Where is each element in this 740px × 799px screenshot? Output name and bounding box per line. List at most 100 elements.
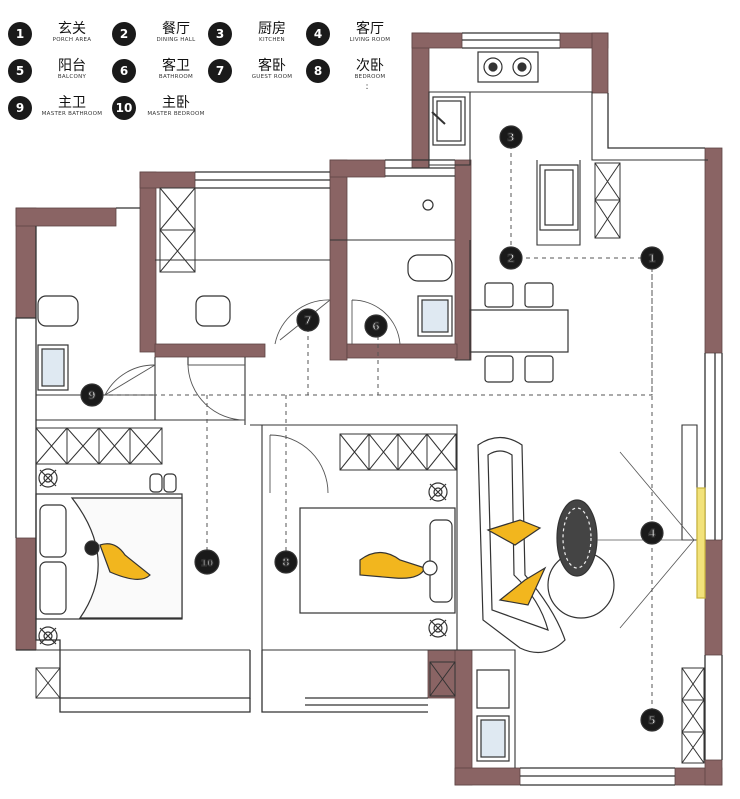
wall-segment — [704, 147, 723, 354]
legend-item-bedroom: 8 次卧 BEDROOM : — [298, 55, 408, 92]
marker-5: 5 — [640, 708, 664, 732]
stove-burner — [517, 62, 527, 72]
legend-english-label: LIVING ROOM — [349, 37, 391, 43]
sofa-seat — [487, 450, 549, 631]
marker-label: 8 — [282, 556, 290, 569]
rug-decor — [556, 499, 598, 577]
window-line — [385, 159, 455, 177]
partition — [154, 357, 246, 425]
person-head — [422, 560, 438, 576]
window-line — [462, 32, 560, 49]
person-head — [84, 540, 100, 556]
legend-english-label: BALCONY — [57, 74, 87, 80]
bathroom-fixtures — [37, 199, 510, 762]
window-line — [195, 171, 330, 189]
legend-item-porch: 1 玄关 PORCH AREA — [0, 18, 110, 50]
slippers — [163, 473, 177, 493]
window-line — [305, 697, 428, 713]
marker-label: 10 — [201, 559, 214, 569]
stove — [477, 51, 539, 83]
living-room-furniture — [477, 436, 706, 654]
wall-segment — [15, 207, 117, 227]
slippers — [149, 473, 163, 493]
door-swing — [187, 364, 246, 421]
window-line — [520, 767, 675, 786]
wall-segment — [704, 539, 723, 656]
legend-chinese-label: 次卧 — [356, 58, 384, 74]
person-figure — [99, 543, 151, 580]
wardrobes — [35, 162, 705, 764]
wall-segment — [329, 159, 386, 178]
partition — [536, 160, 581, 246]
marker-1: 1 — [640, 246, 664, 270]
marker-label: 9 — [88, 389, 96, 402]
refrigerator — [539, 164, 579, 231]
washing-machine — [476, 669, 510, 709]
person-figure — [359, 551, 426, 579]
window-line — [704, 353, 723, 540]
door-swing — [351, 299, 401, 345]
legend-english-label: KITCHEN — [259, 37, 285, 43]
circulation-lines — [92, 137, 653, 720]
legend-english-label: BATHROOM — [158, 74, 194, 80]
legend-number: 6 — [112, 59, 136, 83]
marker-2: 2 — [499, 246, 523, 270]
legend-chinese-label: 餐厅 — [162, 21, 190, 37]
wardrobe-bedroom — [339, 433, 457, 471]
toilet-guest — [407, 254, 453, 282]
legend-english-label: DINING HALL — [156, 37, 196, 43]
wall-segment — [15, 537, 37, 651]
legend-chinese-label: 主卧 — [162, 95, 190, 111]
dining-table — [469, 309, 569, 353]
door-swing — [104, 364, 156, 396]
legend-number: 7 — [208, 59, 232, 83]
rug-pattern — [562, 507, 592, 569]
kitchen-cabinet — [594, 162, 621, 239]
cabinet-master-corner — [35, 667, 61, 699]
legend-english-label: MASTER BEDROOM — [147, 111, 205, 117]
interior-walls — [36, 91, 708, 768]
washbasin-master — [37, 344, 69, 391]
marker-label: 1 — [648, 252, 656, 265]
marker-3: 3 — [499, 125, 523, 149]
wall-segment — [329, 159, 348, 361]
marker-label: 2 — [507, 252, 515, 265]
dashed-route — [510, 137, 653, 720]
lamp-icon — [38, 468, 58, 488]
person-figure — [486, 519, 542, 546]
wall-line — [59, 698, 251, 713]
bedroom-bed — [299, 507, 456, 614]
washbasin-guest — [417, 295, 453, 337]
wall-segment — [454, 767, 521, 786]
kitchen-sink-basin — [436, 100, 462, 142]
nightstand-lamps — [38, 468, 448, 646]
faucet — [431, 111, 446, 125]
wall-segment — [427, 649, 457, 699]
wall-segment — [411, 32, 463, 49]
refrigerator-inner — [544, 169, 574, 226]
dining-set — [469, 282, 569, 383]
legend-english-label: GUEST ROOM — [251, 74, 293, 80]
legend-english-label: PORCH AREA — [52, 37, 92, 43]
legend-number: 2 — [112, 22, 136, 46]
pillow — [39, 504, 67, 558]
room-legend: 1 玄关 PORCH AREA 2 餐厅 DINING HALL 3 厨房 KI… — [0, 0, 420, 125]
wardrobe-master-bedroom — [35, 427, 163, 465]
marker-10: 10 — [194, 549, 220, 575]
partition — [455, 240, 471, 361]
wardrobe-guest-room — [159, 187, 196, 273]
legend-item-master-bedroom: 10 主卧 MASTER BEDROOM — [104, 92, 214, 124]
kitchen-sink — [432, 96, 466, 146]
lamp-icon — [38, 626, 58, 646]
stove-burner — [512, 57, 532, 77]
doors — [104, 299, 401, 494]
wall-segment — [346, 343, 458, 359]
toilet-guest-room — [195, 295, 231, 327]
legend-chinese-label: 主卫 — [58, 95, 86, 111]
dashed-route — [307, 320, 379, 395]
legend-chinese-label: 客卧 — [258, 58, 286, 74]
stove-burner — [488, 62, 498, 72]
partition — [681, 424, 698, 541]
legend-number: 1 — [8, 22, 32, 46]
